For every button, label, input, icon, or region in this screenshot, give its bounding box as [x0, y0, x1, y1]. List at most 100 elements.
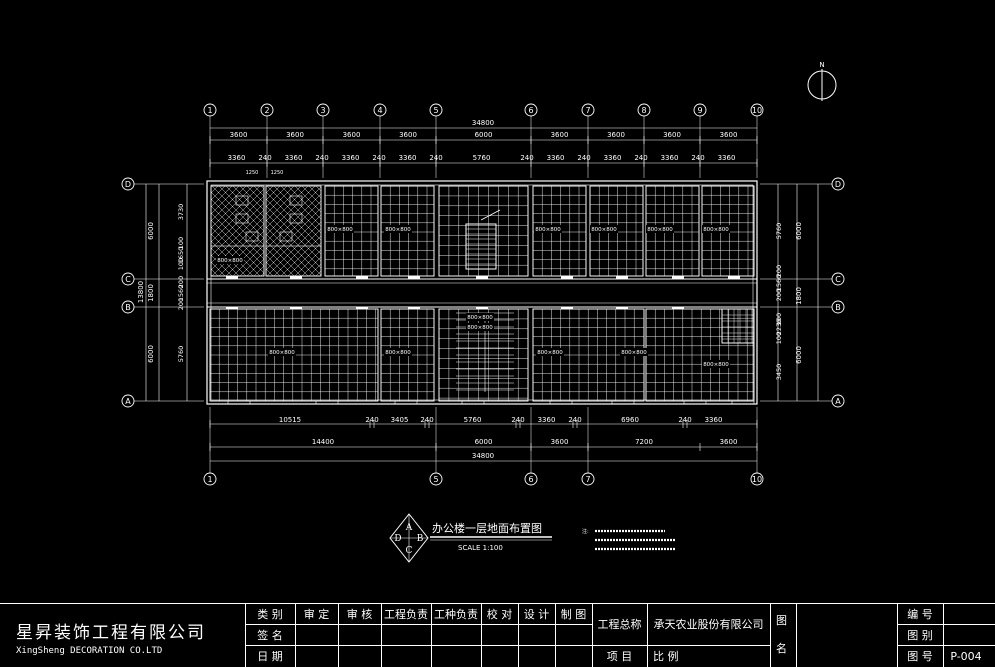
axis-left-B: B — [121, 300, 135, 314]
dim-left-outer-0: 6000 — [147, 222, 155, 240]
tile-label-5: 800×800 — [535, 227, 561, 233]
dim-bot-r1-0: 10515 — [279, 416, 301, 424]
dim-left-outer-3: 6000 — [147, 345, 155, 363]
dim-bot-r1-2: 3405 — [391, 416, 409, 424]
dim-bot-r1-10: 3360 — [705, 416, 723, 424]
axis-left-D: D — [121, 177, 135, 191]
svg-text:1: 1 — [207, 106, 212, 115]
tile-label-4: 800×800 — [467, 325, 493, 331]
axis-top-2: 2 — [260, 103, 274, 117]
dim-right-inner-1: 200 — [775, 265, 783, 277]
dim-left-inner-4: 200 — [177, 276, 185, 288]
tile-label-9: 800×800 — [269, 350, 295, 356]
svg-text:B: B — [835, 303, 841, 312]
logo-letter-B: B — [417, 534, 424, 544]
axis-left-A: A — [121, 394, 135, 408]
date-label: 日 期 — [257, 650, 283, 663]
dim-bot-r2-0: 14400 — [312, 438, 334, 446]
svg-text:9: 9 — [697, 106, 702, 115]
tile-label-8: 800×800 — [703, 227, 729, 233]
dim-top-total: 34800 — [472, 119, 494, 127]
svg-text:5: 5 — [433, 475, 438, 484]
dim-right-inner-4: 100 — [775, 313, 783, 325]
svg-text:10: 10 — [752, 475, 762, 484]
drawing-notes: 注: — [582, 528, 675, 551]
dim-right-inner-0: 5760 — [775, 223, 783, 240]
client-name: 承天农业股份有限公司 — [653, 618, 764, 631]
role-discipline-lead: 工种负责 — [434, 607, 478, 621]
dim-bot-r1-3: 240 — [420, 416, 433, 424]
role-draft: 制 图 — [560, 607, 587, 621]
tile-label-13: 800×800 — [703, 362, 729, 368]
axis-right-A: A — [831, 394, 845, 408]
dim-right-outer-2: 6000 — [795, 346, 803, 364]
axis-top-4: 4 — [373, 103, 387, 117]
svg-text:10: 10 — [752, 106, 762, 115]
dim-top-r2-12: 3360 — [604, 154, 622, 162]
stair-hall-top — [438, 185, 529, 277]
svg-text:4: 4 — [377, 106, 382, 115]
dim-top-r1-2: 3600 — [343, 131, 361, 139]
dim-top-r2-14: 3360 — [661, 154, 679, 162]
dim-bot-r2-4: 3600 — [720, 438, 738, 446]
drawing-number: P-004 — [950, 649, 982, 663]
axis-top-3: 3 — [316, 103, 330, 117]
axis-bottom-7: 7 — [581, 472, 595, 486]
svg-text:C: C — [835, 275, 841, 284]
role-design: 设 计 — [523, 607, 550, 621]
tile-label-10: 800×800 — [385, 350, 411, 356]
svg-text:7: 7 — [585, 475, 590, 484]
company-name-cn: 星昇装饰工程有限公司 — [16, 622, 206, 643]
dim-top-r2-0: 3360 — [228, 154, 246, 162]
dim-right-inner-2: 1560 — [775, 275, 783, 292]
axis-right-B: B — [831, 300, 845, 314]
small-dim-2: 1250 — [271, 170, 284, 176]
axis-right-C: C — [831, 272, 845, 286]
tile-label-7: 800×800 — [647, 227, 673, 233]
tile-label-3: 800×800 — [467, 315, 493, 321]
number-label: 编 号 — [907, 607, 933, 621]
axis-bottom-10: 10 — [750, 472, 764, 486]
dim-top-r2-11: 240 — [577, 154, 590, 162]
axis-bottom-1: 1 — [203, 472, 217, 486]
dim-top-r2-13: 240 — [634, 154, 647, 162]
dim-right-inner-5: 2230 — [775, 319, 783, 336]
dim-bot-r1-7: 240 — [568, 416, 581, 424]
tile-label-0: 800×800 — [217, 258, 243, 264]
dim-bot-r2-3: 7200 — [635, 438, 653, 446]
dim-top-r1-5: 3600 — [551, 131, 569, 139]
dim-top-r2-4: 3360 — [342, 154, 360, 162]
logo-letter-D: D — [394, 534, 401, 544]
north-label: N — [819, 61, 824, 69]
signature-label: 签 名 — [257, 628, 283, 642]
title-block: 星昇装饰工程有限公司 XingSheng DECORATION CO.LTD 类… — [0, 603, 995, 667]
dim-bot-r2-1: 6000 — [475, 438, 493, 446]
logo-letter-C: C — [406, 546, 413, 556]
svg-text:6: 6 — [528, 106, 533, 115]
dim-top-r1-0: 3600 — [230, 131, 248, 139]
svg-text:1: 1 — [207, 475, 212, 484]
tile-label-2: 800×800 — [385, 227, 411, 233]
svg-text:D: D — [835, 180, 841, 189]
dim-bot-r1-1: 240 — [365, 416, 378, 424]
svg-text:3: 3 — [320, 106, 325, 115]
dim-bot-r1-9: 240 — [678, 416, 691, 424]
tile-label-1: 800×800 — [327, 227, 353, 233]
dim-top-r1-6: 3600 — [607, 131, 625, 139]
svg-text:B: B — [125, 303, 131, 312]
axis-left-C: C — [121, 272, 135, 286]
axis-top-8: 8 — [637, 103, 651, 117]
dim-bot-r1-4: 5760 — [464, 416, 482, 424]
dim-top-r1-7: 3600 — [663, 131, 681, 139]
axis-top-5: 5 — [429, 103, 443, 117]
dim-left-inner-6: 200 — [177, 298, 185, 310]
dim-top-r2-3: 240 — [315, 154, 328, 162]
svg-text:A: A — [125, 397, 131, 406]
axis-bottom-6: 6 — [524, 472, 538, 486]
tile-label-6: 800×800 — [591, 227, 617, 233]
project-label: 项 目 — [606, 650, 633, 663]
dim-bot-r1-8: 6960 — [621, 416, 639, 424]
dim-left-inner-1: 100 — [177, 237, 185, 249]
